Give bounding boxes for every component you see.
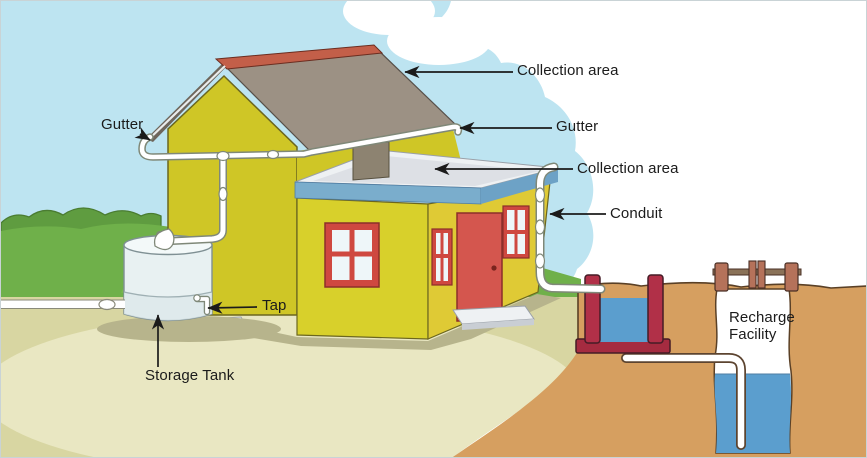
- basin-water: [600, 298, 648, 342]
- cloud: [387, 17, 491, 65]
- label-storage-tank: Storage Tank: [145, 367, 235, 384]
- doorstep: [452, 305, 535, 330]
- label-recharge-facility: Recharge Facility: [729, 309, 795, 343]
- well-pulley: [757, 260, 766, 289]
- label-tap: Tap: [262, 297, 287, 314]
- label-collection-area-flat: Collection area: [577, 160, 679, 177]
- recharge-well: [712, 260, 802, 454]
- window-corner: [431, 228, 453, 286]
- tank-shadow: [97, 316, 281, 342]
- tap: [193, 294, 211, 316]
- basin-wall: [647, 274, 664, 344]
- well-water: [714, 374, 791, 453]
- label-collection-area-roof: Collection area: [517, 62, 619, 79]
- well-post: [784, 262, 799, 292]
- tank-band: [124, 292, 212, 321]
- underground-pipe: [621, 353, 746, 450]
- gable-overhang-line: [147, 65, 226, 141]
- label-conduit: Conduit: [610, 205, 663, 222]
- well-pulley: [748, 260, 757, 289]
- house: [146, 44, 559, 340]
- door-knob: [491, 265, 497, 271]
- leader-gutter-left: [134, 127, 151, 141]
- well-post: [714, 262, 729, 292]
- parapet-block: [352, 141, 390, 181]
- gutter-pipe: [138, 123, 463, 251]
- upper-wall-strip: [297, 129, 461, 182]
- well-crossbar: [712, 268, 802, 276]
- house-shadow: [212, 294, 561, 350]
- label-gutter-left: Gutter: [101, 116, 144, 133]
- pour-spout: [153, 228, 175, 251]
- tank-seam: [123, 291, 213, 298]
- label-gutter-right: Gutter: [556, 118, 599, 135]
- window-right: [502, 205, 530, 259]
- window-front: [324, 222, 380, 288]
- supply-pipe: [1, 298, 125, 311]
- door: [456, 212, 503, 322]
- leader-tap: [207, 301, 258, 314]
- roof-ridge-cap: [214, 44, 384, 70]
- leader-lines: [134, 65, 606, 367]
